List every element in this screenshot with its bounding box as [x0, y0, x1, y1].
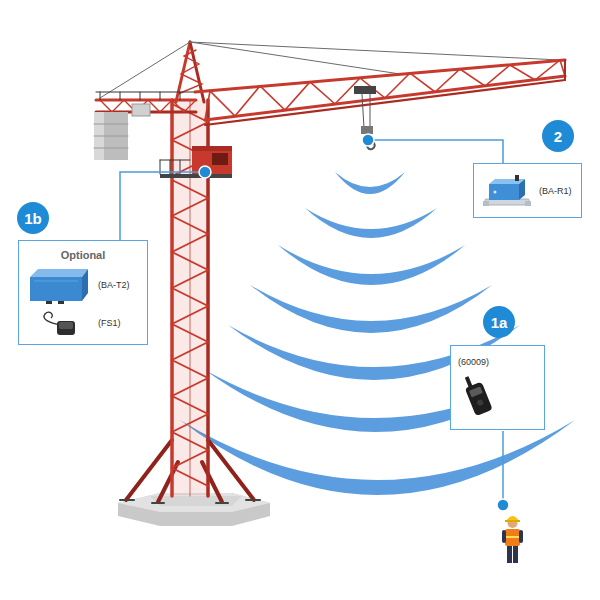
- icon-slot: [481, 174, 533, 208]
- signal-wave: [278, 245, 465, 285]
- text-row: (FS1): [26, 309, 140, 337]
- callout-badge: 1b: [17, 202, 49, 234]
- leader-lines: [120, 140, 503, 499]
- worker-figure: [502, 516, 523, 563]
- leader-dot: [497, 499, 509, 511]
- receiver-icon: [481, 174, 533, 208]
- signal-wave: [335, 172, 405, 194]
- radio-icon: [459, 371, 497, 419]
- footswitch-icon: [39, 309, 79, 337]
- device-callout-box: (60009): [450, 345, 545, 430]
- concrete-base: [118, 493, 270, 526]
- counterweights: [94, 112, 128, 160]
- leader-line: [120, 172, 199, 240]
- leg-plates: [120, 500, 260, 503]
- icon-slot: [458, 371, 498, 419]
- callout-badge: 2: [542, 120, 574, 152]
- crane-jib: [195, 60, 565, 125]
- leader-dot: [199, 166, 211, 178]
- part-number: (60009): [458, 357, 489, 367]
- signal-waves: [180, 172, 575, 495]
- callout-number: 1a: [491, 315, 508, 330]
- operator-cabin: [160, 146, 232, 178]
- leader-line: [502, 431, 504, 499]
- text-row: (BA-R1): [481, 174, 574, 208]
- text-row: (60009): [458, 357, 537, 419]
- signal-wave: [250, 285, 492, 333]
- leader-line: [374, 140, 503, 163]
- callout-number: 2: [554, 129, 562, 144]
- part-number: (BA-T2): [98, 280, 130, 290]
- optional-devices-box: Optional (BA-T2) (FS1): [18, 240, 148, 345]
- tower-crane: [94, 42, 565, 503]
- text-row: (BA-T2): [26, 265, 140, 305]
- group-heading: Optional: [61, 249, 106, 261]
- part-number: (BA-R1): [539, 186, 572, 196]
- text-row: 1b: [24, 211, 42, 226]
- transmitter-icon: [28, 265, 90, 305]
- part-number: (FS1): [98, 318, 121, 328]
- leader-dot: [362, 134, 374, 146]
- device-callout-box: (BA-R1): [473, 163, 582, 218]
- signal-wave: [305, 208, 437, 238]
- icon-slot: [26, 265, 92, 305]
- callout-badge: 1a: [483, 306, 515, 338]
- trolley-hook: [354, 86, 376, 149]
- icon-slot: [26, 309, 92, 337]
- text-row: Optional: [26, 249, 140, 261]
- text-row: 1a: [491, 315, 508, 330]
- callout-number: 1b: [24, 211, 42, 226]
- text-row: 2: [554, 129, 562, 144]
- leader-dots: [199, 134, 509, 511]
